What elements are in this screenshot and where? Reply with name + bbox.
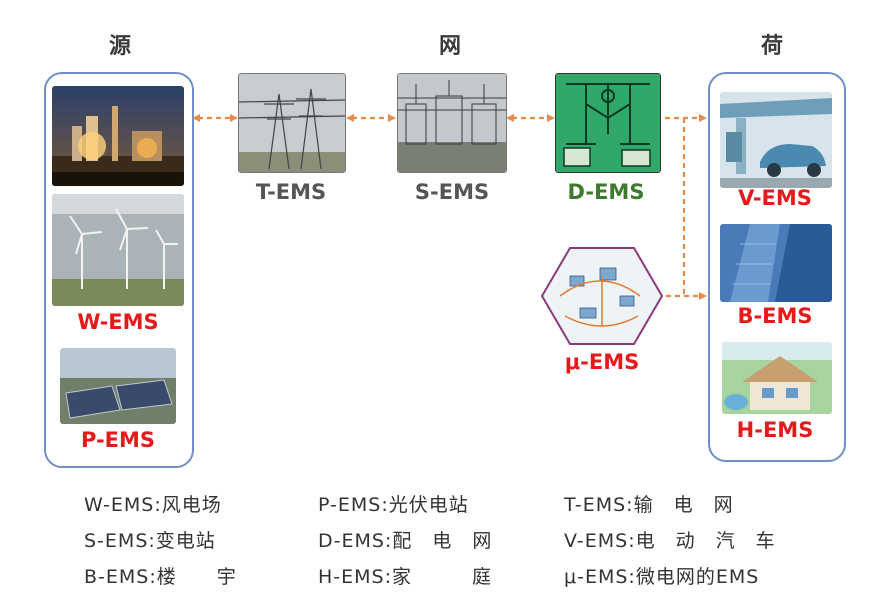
legend-value: 风电场 (161, 494, 222, 516)
legend-key: P-EMS: (318, 494, 389, 516)
header-load: 荷 (760, 34, 783, 59)
p-ems-label: P-EMS (80, 428, 156, 452)
t-ems-label: T-EMS (255, 180, 327, 204)
legend-item-w-ems: W-EMS:风电场 (84, 490, 222, 517)
legend-key: μ-EMS: (564, 566, 636, 588)
building-image (720, 224, 832, 302)
v-ems-label: V-EMS (738, 186, 812, 210)
distribution-image (555, 73, 661, 173)
legend-item-b-ems: B-EMS:楼 宇 (84, 562, 237, 589)
header-source: 源 (108, 34, 131, 59)
legend-item-p-ems: P-EMS:光伏电站 (318, 490, 469, 517)
house-image (722, 342, 832, 414)
legend-value: 电 动 汽 车 (635, 530, 776, 552)
legend-value: 微电网的EMS (635, 566, 760, 588)
header-grid: 网 (438, 34, 461, 59)
s-ems-label: S-EMS (414, 180, 490, 204)
h-ems-label: H-EMS (736, 418, 814, 442)
legend-key: B-EMS: (84, 566, 157, 588)
legend-item-t-ems: T-EMS:输 电 网 (564, 490, 734, 517)
legend-value: 楼 宇 (156, 566, 237, 588)
legend-key: H-EMS: (318, 566, 393, 588)
legend-value: 配 电 网 (392, 530, 493, 552)
substation-image (397, 73, 507, 173)
mu-ems-label: μ-EMS (564, 350, 640, 374)
b-ems-label: B-EMS (737, 304, 813, 328)
legend-value: 变电站 (155, 530, 216, 552)
d-ems-label: D-EMS (567, 180, 645, 204)
legend-item-h-ems: H-EMS:家 庭 (318, 562, 492, 589)
legend-key: S-EMS: (84, 530, 156, 552)
legend-item-v-ems: V-EMS:电 动 汽 车 (564, 526, 776, 553)
legend-value: 输 电 网 (633, 494, 734, 516)
microgrid-image (540, 246, 664, 346)
power-plant-image (52, 86, 184, 186)
legend-key: T-EMS: (564, 494, 634, 516)
transmission-image (238, 73, 346, 173)
legend-key: D-EMS: (318, 530, 393, 552)
legend-value: 家 庭 (392, 566, 493, 588)
legend-key: W-EMS: (84, 494, 162, 516)
legend-key: V-EMS: (564, 530, 636, 552)
legend-item-d-ems: D-EMS:配 电 网 (318, 526, 492, 553)
legend-item-s-ems: S-EMS:变电站 (84, 526, 216, 553)
ev-charging-image (720, 92, 832, 188)
legend-value: 光伏电站 (388, 494, 469, 516)
w-ems-label: W-EMS (77, 310, 159, 334)
legend-item-mu-ems: μ-EMS:微电网的EMS (564, 562, 759, 589)
wind-farm-image (52, 194, 184, 306)
solar-panel-image (60, 348, 176, 424)
